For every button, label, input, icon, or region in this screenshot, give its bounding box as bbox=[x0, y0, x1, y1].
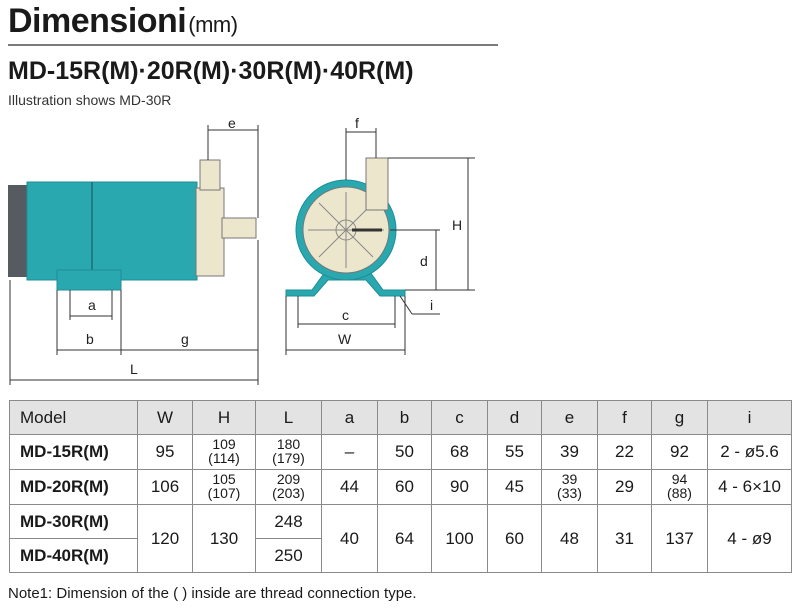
cell-b: 64 bbox=[377, 504, 432, 573]
header-i: i bbox=[707, 400, 792, 435]
header-b: b bbox=[377, 400, 432, 435]
dim-d-label: d bbox=[420, 253, 428, 269]
cell-W: 120 bbox=[137, 504, 193, 573]
cell-f: 29 bbox=[597, 469, 652, 505]
cell-i: 4 - 6×10 bbox=[707, 469, 792, 505]
cell-H: 109(114) bbox=[192, 434, 256, 470]
dim-b-label: b bbox=[86, 331, 94, 347]
front-view: f H d c i W bbox=[285, 115, 475, 355]
dim-f-label: f bbox=[355, 115, 359, 131]
cell-a: – bbox=[321, 434, 378, 470]
pump-dimension-drawing: e a b g L f H d c i bbox=[8, 115, 475, 385]
header-H: H bbox=[192, 400, 256, 435]
header-e: e bbox=[541, 400, 598, 435]
table-row: MD-40R(M) 250 bbox=[9, 538, 792, 573]
cell-b: 60 bbox=[377, 469, 432, 505]
dim-e-label: e bbox=[228, 115, 236, 131]
footnote: Note1: Dimension of the ( ) inside are t… bbox=[8, 585, 417, 602]
cell-g: 94(88) bbox=[651, 469, 708, 505]
pump-head-side bbox=[195, 187, 225, 277]
dim-g-label: g bbox=[181, 331, 189, 347]
cell-e: 39 bbox=[541, 434, 598, 470]
header-L: L bbox=[255, 400, 322, 435]
model-cell: MD-15R(M) bbox=[9, 434, 138, 470]
header-W: W bbox=[137, 400, 193, 435]
dim-a-label: a bbox=[88, 297, 96, 313]
cell-W: 106 bbox=[137, 469, 193, 505]
table-header-row: Model W H L a b c d e f g i bbox=[9, 400, 792, 435]
model-cell: MD-40R(M) bbox=[9, 538, 138, 573]
dim-L-label: L bbox=[130, 361, 138, 377]
header-g: g bbox=[651, 400, 708, 435]
cell-W: 95 bbox=[137, 434, 193, 470]
cell-d: 60 bbox=[487, 504, 542, 573]
unit-label: (mm) bbox=[188, 12, 238, 37]
side-view: e a b g L bbox=[8, 115, 259, 385]
cell-H: 105(107) bbox=[192, 469, 256, 505]
header-c: c bbox=[431, 400, 488, 435]
title-divider bbox=[8, 44, 498, 46]
cell-f: 31 bbox=[597, 504, 652, 573]
cell-b: 50 bbox=[377, 434, 432, 470]
inlet-port-side bbox=[221, 217, 257, 239]
cell-g: 137 bbox=[651, 504, 708, 573]
cell-c: 100 bbox=[431, 504, 488, 573]
cell-c: 68 bbox=[431, 434, 488, 470]
table-row: MD-15R(M) 95 109(114) 180(179) – 50 68 5… bbox=[9, 434, 792, 470]
model-heading: MD-15R(M)·20R(M)·30R(M)·40R(M) bbox=[8, 57, 414, 85]
cell-e: 48 bbox=[541, 504, 598, 573]
dimension-table: Model W H L a b c d e f g i MD-15R(M) 95… bbox=[9, 400, 792, 573]
dim-i-label: i bbox=[430, 297, 433, 313]
cell-a: 44 bbox=[321, 469, 378, 505]
cell-d: 55 bbox=[487, 434, 542, 470]
dim-c-label: c bbox=[342, 307, 349, 323]
outlet-port-side bbox=[199, 159, 221, 191]
header-a: a bbox=[321, 400, 378, 435]
cell-L: 180(179) bbox=[255, 434, 322, 470]
cell-e: 39(33) bbox=[541, 469, 598, 505]
illustration-note: Illustration shows MD-30R bbox=[8, 92, 172, 108]
motor-end-cap bbox=[8, 185, 28, 277]
cell-L: 209(203) bbox=[255, 469, 322, 505]
cell-H: 130 bbox=[192, 504, 256, 573]
dim-W-label: W bbox=[338, 331, 352, 347]
cell-a: 40 bbox=[321, 504, 378, 573]
model-cell: MD-30R(M) bbox=[9, 504, 138, 539]
header-d: d bbox=[487, 400, 542, 435]
model-cell: MD-20R(M) bbox=[9, 469, 138, 505]
header-model: Model bbox=[9, 400, 138, 435]
dim-H-label: H bbox=[452, 217, 462, 233]
cell-c: 90 bbox=[431, 469, 488, 505]
table-row: MD-30R(M) 120 130 248 40 64 100 60 48 31… bbox=[9, 504, 792, 573]
header-f: f bbox=[597, 400, 652, 435]
outlet-port-front bbox=[365, 157, 389, 211]
cell-i: 2 - ø5.6 bbox=[707, 434, 792, 470]
cell-L: 248 bbox=[255, 504, 322, 539]
cell-d: 45 bbox=[487, 469, 542, 505]
table-row: MD-20R(M) 106 105(107) 209(203) 44 60 90… bbox=[9, 469, 792, 505]
cell-f: 22 bbox=[597, 434, 652, 470]
cell-i: 4 - ø9 bbox=[707, 504, 792, 573]
motor-base bbox=[56, 269, 122, 291]
motor-body bbox=[26, 181, 198, 281]
page-title: Dimensioni(mm) bbox=[8, 2, 238, 40]
cell-g: 92 bbox=[651, 434, 708, 470]
cell-L: 250 bbox=[255, 538, 322, 573]
